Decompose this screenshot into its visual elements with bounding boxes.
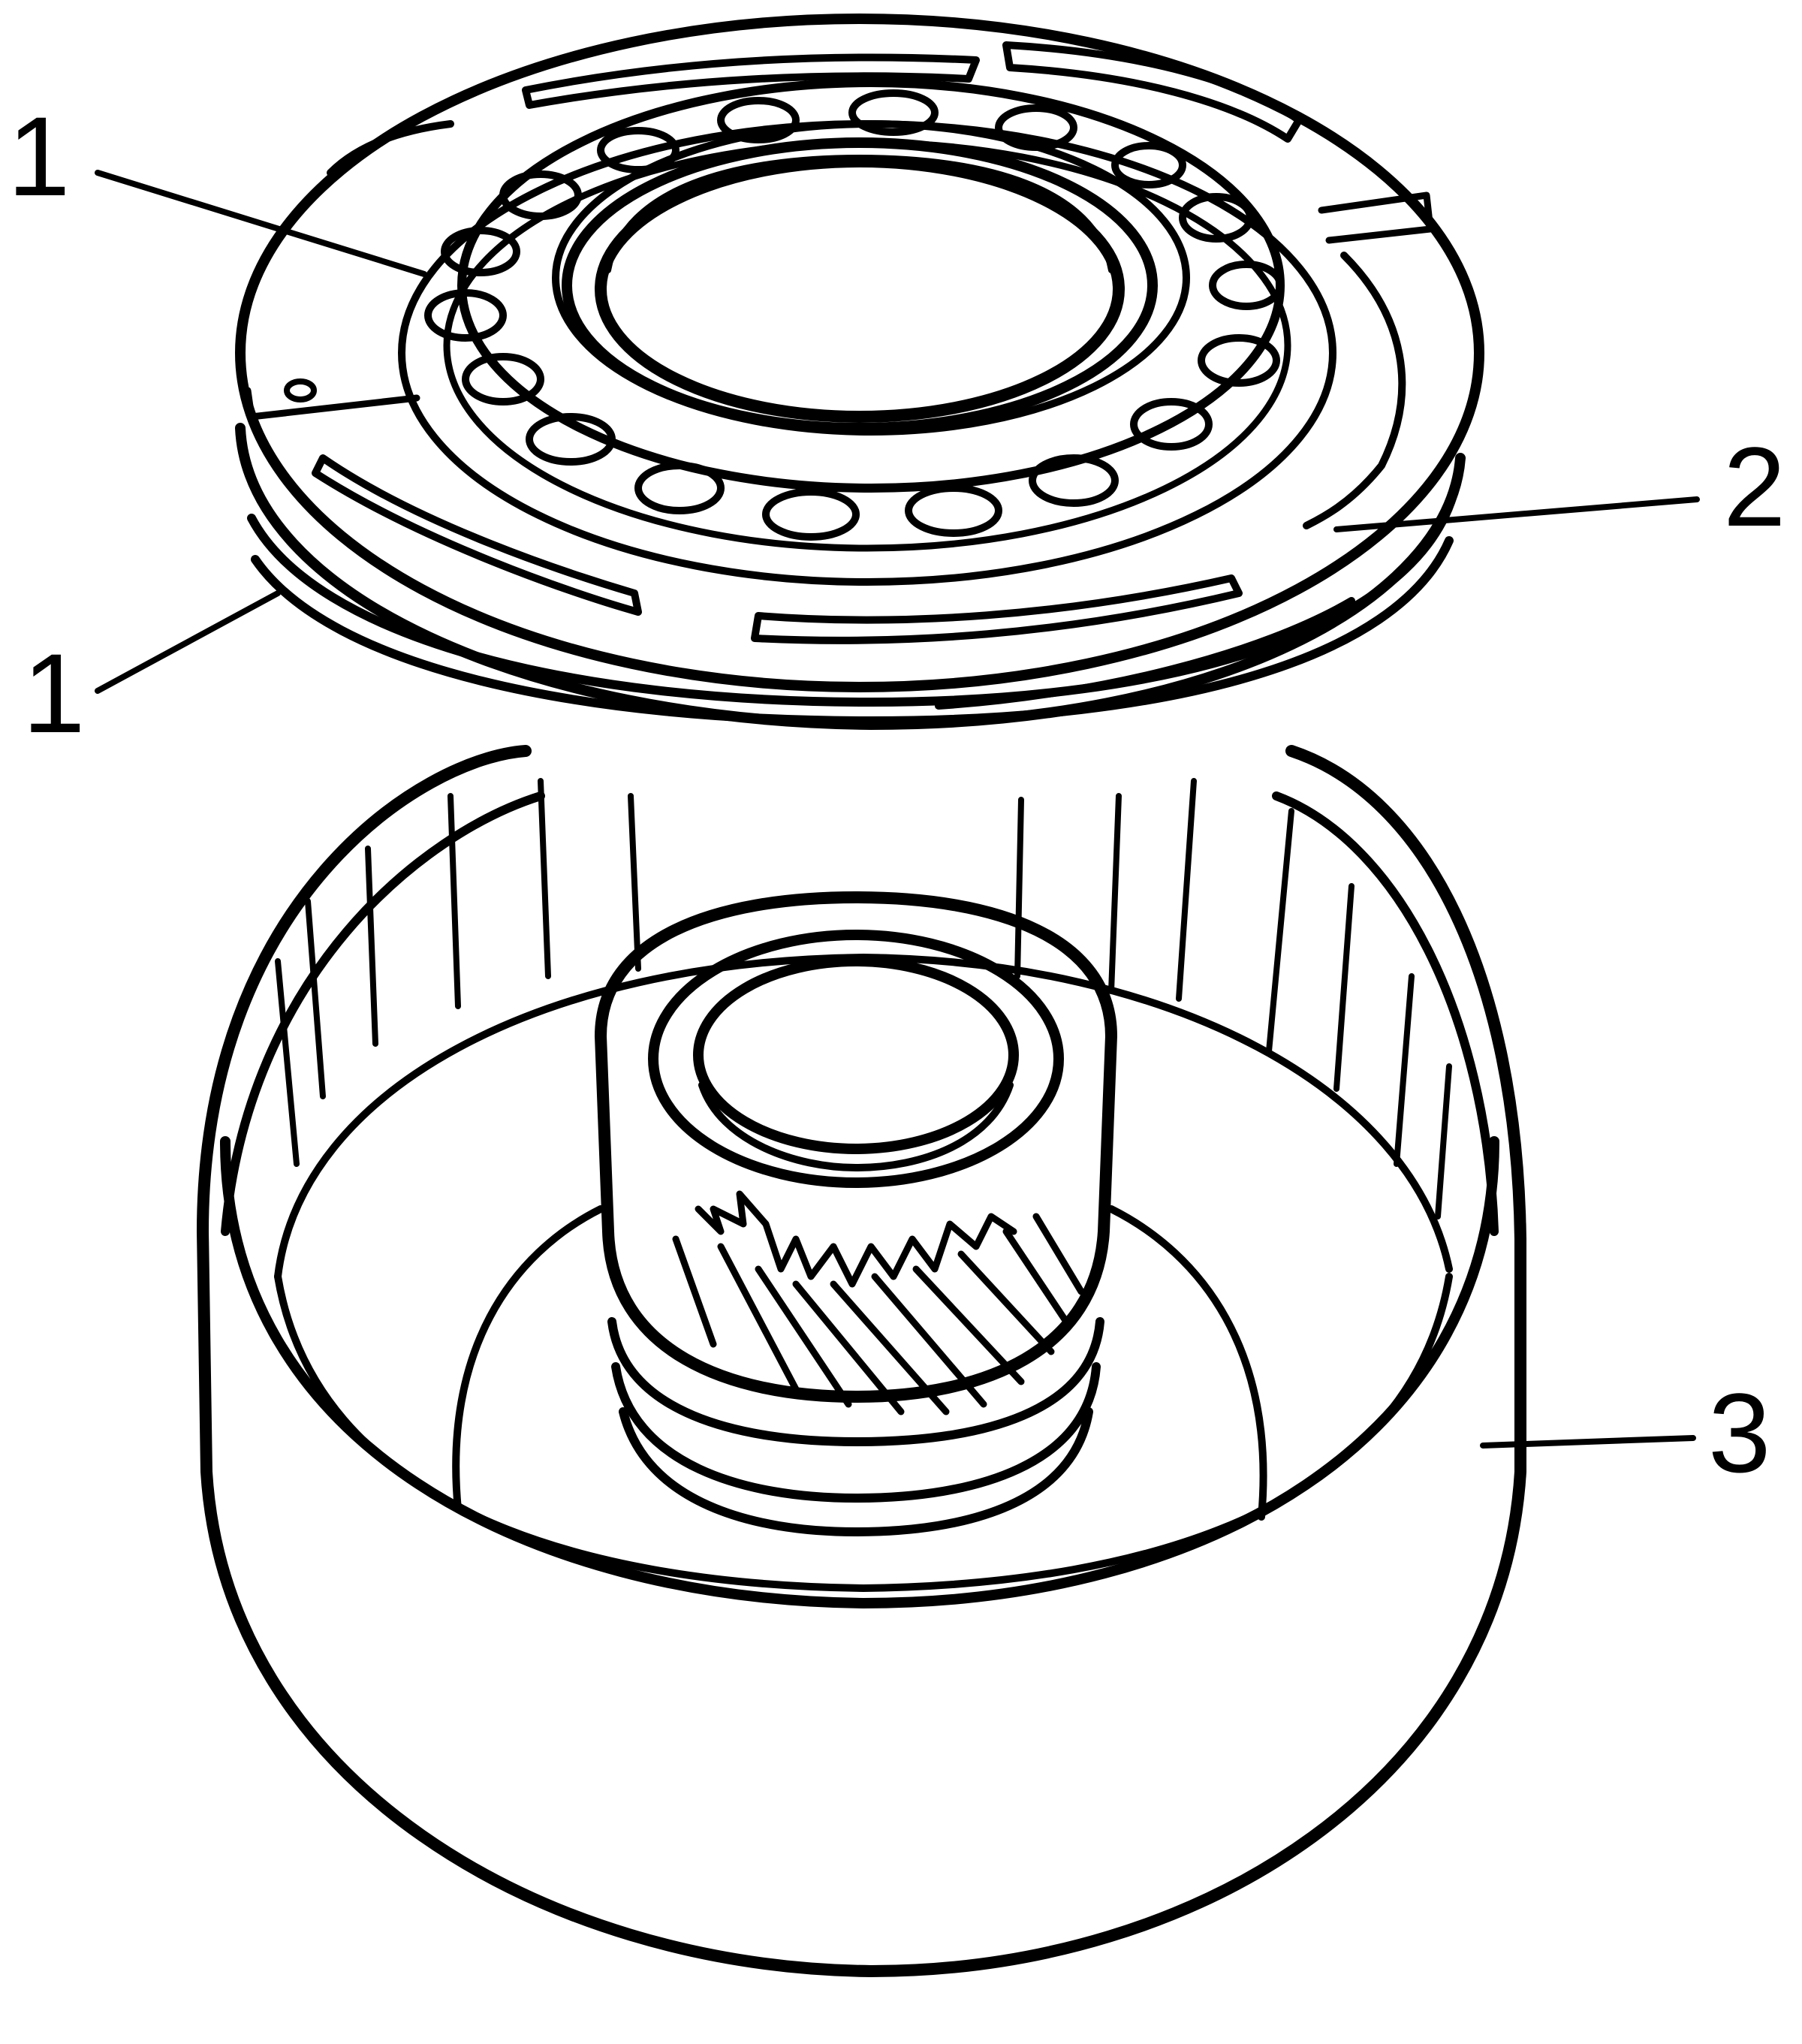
hub-bore (693, 956, 1019, 1154)
drum-spline (1108, 793, 1122, 994)
bearing-roller (717, 97, 800, 143)
hub-spline (830, 1280, 950, 1415)
drum-spline (1014, 797, 1024, 979)
callout-label: 1 (23, 630, 85, 756)
callout-1-top: 1 (8, 93, 427, 277)
drum-rim-outer-right (1272, 791, 1499, 1236)
bearing-rollers (424, 89, 1284, 541)
callout-label: 1 (8, 93, 70, 219)
hub-spline (755, 1265, 852, 1408)
plate-locating-notch-right (1318, 191, 1434, 244)
plate-seal-ring-upper (247, 491, 1457, 707)
hub-bore-chamfer (698, 1081, 1014, 1171)
bearing-roller (424, 289, 507, 342)
bearing-roller (848, 89, 939, 136)
drum-outer-wall (197, 745, 532, 1238)
bearing-roller (499, 170, 582, 220)
hub-gear-teeth (695, 1190, 1017, 1288)
drum-hub (595, 891, 1117, 1536)
bearing-roller (905, 484, 1002, 537)
bearing-inner-race (562, 137, 1158, 433)
bearing-roller (995, 104, 1077, 151)
bearing-roller (1130, 398, 1213, 451)
drum-outer-bottom (197, 1225, 1526, 1977)
plate-groove-top (522, 53, 980, 109)
drum-spline (1333, 883, 1355, 1092)
callout-1-bottom: 1 (23, 590, 281, 756)
hub-spline (912, 1265, 1025, 1385)
drum-outer-wall-right (1285, 745, 1526, 1245)
hub-base-ring-1 (607, 1317, 1104, 1446)
callout-3: 3 (1480, 1370, 1770, 1496)
bearing-plate (235, 14, 1484, 730)
callout-label: 2 (1723, 424, 1785, 550)
bearing-roller (1179, 193, 1254, 243)
hub-spline (1002, 1228, 1070, 1325)
drum-floor-inner-right (1107, 1205, 1267, 1521)
drum-inner-rim-step (274, 1273, 1453, 1592)
plate-groove-right (1303, 252, 1406, 529)
plate-bore (595, 155, 1125, 423)
plate-groove-left-top (327, 120, 454, 176)
plate-pin-hole (284, 378, 317, 402)
hub-sleeve (595, 891, 1117, 1403)
bearing-roller (1209, 261, 1284, 310)
callout-label: 3 (1708, 1370, 1770, 1496)
callout-leader-line (1480, 1435, 1696, 1449)
drum-spline (538, 778, 551, 979)
hub-spline (717, 1243, 800, 1393)
drum-floor-inner (452, 1205, 604, 1513)
drum-rim-outer (221, 791, 545, 1236)
plate-side-wall (235, 423, 1466, 730)
hub-spline (957, 1250, 1055, 1355)
drum-spline (305, 898, 326, 1099)
hub-base-ring-3 (619, 1407, 1093, 1536)
drum-spline (275, 958, 300, 1167)
hub-base-ring-2 (611, 1362, 1101, 1503)
plate-seal-ring-lower (251, 536, 1454, 725)
drum-spline (1435, 1063, 1452, 1219)
hub-spline (871, 1273, 987, 1408)
hub-spline (672, 1235, 717, 1348)
drum-splines (275, 778, 1452, 1219)
drum-spline (365, 846, 378, 1047)
callout-leader-line (95, 170, 427, 277)
drum-spline (447, 793, 461, 1009)
plate-groove-bottom-left (312, 454, 642, 616)
bearing-roller (1029, 454, 1119, 507)
drum-spline (1176, 778, 1197, 1002)
plate-groove-bottom (751, 574, 1243, 644)
plate-top-outer-edge (235, 14, 1484, 692)
bearing-roller (526, 413, 616, 466)
plate-locating-notch (244, 387, 420, 421)
plate-groove-top-right (1002, 41, 1303, 143)
bearing-roller (762, 488, 860, 541)
bearing-roller (1111, 142, 1186, 188)
callout-leader-line (95, 590, 281, 694)
plate-bore-chamfer (605, 155, 1114, 273)
drum-spline (1394, 973, 1415, 1167)
callout-2: 2 (1333, 424, 1785, 550)
bearing-roller (462, 353, 544, 405)
hub-spline (1032, 1213, 1085, 1295)
plate-raised-ring-outer (398, 120, 1336, 586)
bearing-roller (634, 462, 725, 514)
bearing-roller (1198, 334, 1280, 387)
bearing-roller (597, 127, 680, 173)
callouts: 1 2 1 3 (8, 93, 1785, 1496)
hub-helical-splines (672, 1213, 1085, 1415)
drum-spline (1266, 808, 1294, 1054)
clutch-drum (197, 745, 1526, 1977)
hub-top-face (648, 930, 1064, 1188)
callout-leader-line (1333, 496, 1700, 532)
bearing-roller (441, 227, 520, 276)
drum-spline (628, 793, 641, 972)
plate-groove-bottom-right (935, 597, 1355, 710)
hub-spline (792, 1280, 905, 1415)
